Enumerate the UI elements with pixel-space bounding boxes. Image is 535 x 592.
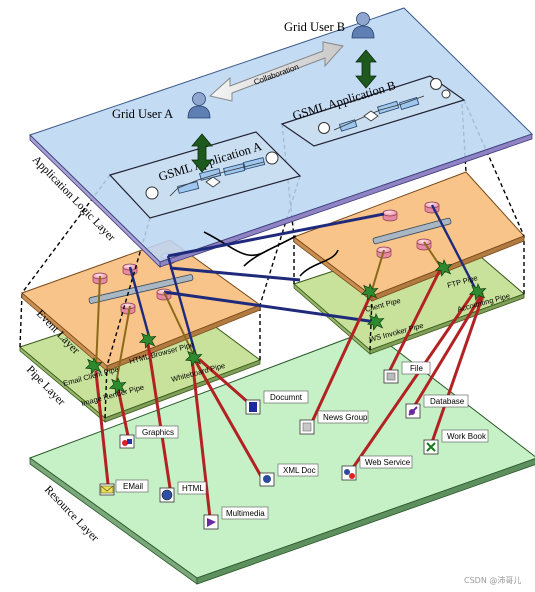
collaboration-arrow (208, 41, 344, 102)
resource-news-group-label: News Group (323, 413, 368, 422)
event-bus-left (88, 274, 194, 304)
user-a-bidirectional-arrow (191, 133, 213, 173)
resource-file-label: File (410, 364, 423, 373)
grid-user-a-label: Grid User A (112, 107, 173, 121)
event-channel (156, 288, 172, 301)
resource-database[interactable] (405, 394, 469, 419)
event-bus-right (372, 217, 452, 245)
pipe-event-guides (19, 236, 525, 419)
resource-document[interactable] (245, 390, 309, 415)
watermark: CSDN @沛哥儿 (464, 575, 521, 585)
resource-graphics[interactable] (119, 425, 179, 449)
user-b-bidirectional-arrow (355, 49, 377, 89)
resource-database-label: Database (430, 397, 465, 406)
cross-links (203, 231, 339, 277)
resource-xml-doc[interactable] (259, 463, 319, 487)
resource-xml-doc-label: XML Doc (283, 466, 316, 475)
resource-work-book-label: Work Book (447, 432, 487, 441)
resource-web-service[interactable] (341, 455, 413, 481)
resource-email-label: EMail (123, 482, 143, 491)
resource-graphics-label: Graphics (142, 428, 174, 437)
resource-links (94, 268, 484, 520)
event-channel (382, 209, 398, 222)
app-a-panel[interactable] (108, 131, 302, 219)
event-to-pipe-links (95, 241, 441, 385)
resource-document-label: Documnt (270, 393, 303, 402)
grid-user-b-label: Grid User B (284, 20, 345, 34)
resource-multimedia-label: Multimedia (226, 509, 265, 518)
resource-news-group[interactable] (299, 410, 369, 435)
resource-web-service-label: Web Service (365, 458, 411, 467)
resource-multimedia[interactable] (203, 506, 269, 530)
resource-html[interactable] (159, 481, 207, 503)
event-cross-links (163, 212, 385, 324)
resource-html-label: HTML (182, 484, 204, 493)
resource-work-book[interactable] (423, 429, 489, 455)
event-to-pipe-links-blue (128, 204, 478, 357)
app-b-panel[interactable] (280, 75, 466, 147)
resource-email[interactable] (99, 479, 149, 496)
resource-file[interactable] (383, 361, 431, 384)
